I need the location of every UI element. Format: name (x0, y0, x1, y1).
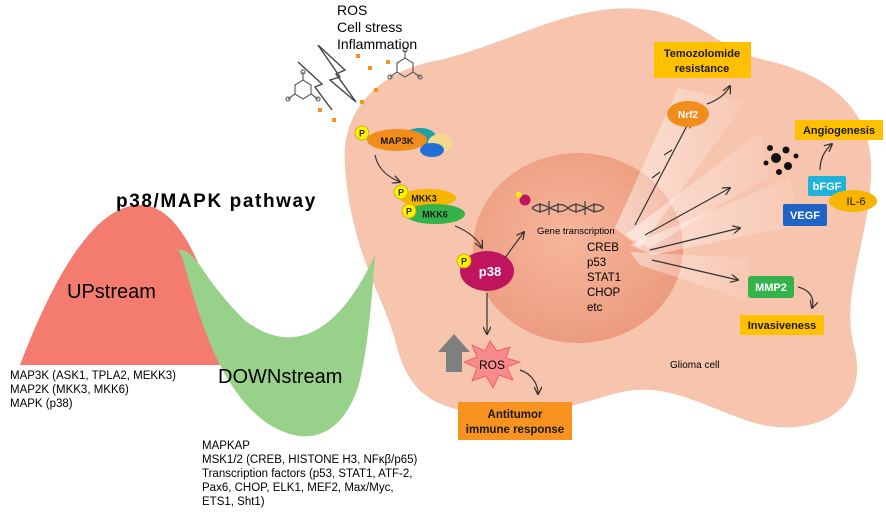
downstream-item-tf1: Transcription factors (p53, STAT1, ATF-2… (202, 468, 412, 480)
arrow-mmp2-to-invasiveness (797, 286, 813, 308)
bfgf-badge (808, 176, 846, 196)
pathway-title: p38/MAPK pathway (116, 191, 317, 212)
mkk6-label: MKK6 (422, 210, 448, 220)
vegf-badge (783, 204, 827, 226)
temozolomide-line2: resistance (675, 63, 729, 75)
stress-inflammation: Inflammation (337, 36, 417, 52)
il6-badge (829, 190, 877, 212)
stress-ros: ROS (337, 2, 367, 18)
downstream-item-msk: MSK1/2 (CREB, HISTONE H3, NFκβ/p65) (202, 454, 418, 466)
map3k-complex: MAP3K P (354, 125, 452, 157)
downstream-wave-body (178, 248, 375, 427)
p38-label: p38 (479, 264, 501, 279)
upstream-item-map2k: MAP2K (MKK3, MKK6) (10, 384, 129, 396)
up-arrow-icon (438, 334, 470, 372)
mkk-complex: MKK3 MKK6 P P (393, 184, 465, 224)
phospho-p38-label: P (461, 257, 467, 267)
arrow-ros-to-immune (519, 369, 538, 394)
ros-burst-label: ROS (479, 358, 505, 372)
il6-label: IL-6 (847, 196, 866, 208)
ros-particles (318, 54, 390, 122)
ros-burst (462, 340, 522, 389)
map3k-label: MAP3K (380, 136, 413, 147)
transcription-factor-dot-small (516, 192, 522, 198)
angiogenesis-box (795, 120, 883, 140)
phospho-mkk3 (393, 184, 409, 200)
phospho-map3k-label: P (359, 129, 365, 139)
downstream-item-tf2: Pax6, CHOP, ELK1, MEF2, Max/Myc, (202, 482, 394, 494)
arrow-growth-to-angiogenesis (819, 144, 832, 171)
downstream-label: DOWNstream (218, 366, 342, 388)
factor-creb: CREB (587, 242, 619, 254)
downstream-item-tf3: ETS1, Sht1) (202, 496, 265, 508)
downstream-item-mapkap: MAPKAP (202, 440, 250, 452)
mmp2-badge (748, 276, 794, 298)
stress-cell-stress: Cell stress (337, 19, 402, 35)
mmp2-label: MMP2 (755, 282, 787, 294)
factor-chop: CHOP (587, 287, 621, 299)
signal-beams (615, 88, 800, 300)
phospho-map3k (354, 125, 370, 141)
upstream-wave-top (20, 255, 215, 365)
mkk3-label: MKK3 (411, 194, 437, 204)
dna-icon (531, 201, 605, 215)
arrow-nrf2-to-tmz (706, 86, 730, 105)
phospho-p38 (456, 253, 472, 269)
phospho-mkk3-label: P (398, 188, 404, 198)
upstream-item-map3k: MAP3K (ASK1, TPLA2, MEKK3) (10, 370, 176, 382)
nrf2-label: Nrf2 (678, 110, 698, 121)
molecule-icon-right (387, 47, 423, 80)
temozolomide-box (654, 42, 751, 78)
secreted-factors-icon (763, 145, 799, 175)
factor-stat1: STAT1 (587, 272, 621, 284)
lightning-icon (297, 44, 357, 111)
factor-p53: p53 (587, 257, 606, 269)
beam-arrows (634, 120, 740, 280)
upstream-item-mapk: MAPK (p38) (10, 398, 73, 410)
antitumor-line1: Antitumor (488, 409, 543, 421)
upstream-label: UPstream (67, 281, 156, 303)
invasiveness-box (740, 315, 824, 335)
arrow-p38-to-nucleus (504, 232, 524, 259)
vegf-label: VEGF (790, 210, 820, 222)
glioma-cell-label: Glioma cell (670, 360, 719, 371)
arrow-mkk-to-p38 (454, 225, 482, 248)
antitumor-box (458, 402, 572, 440)
antitumor-line2: immune response (466, 424, 564, 436)
factor-etc: etc (587, 302, 603, 314)
molecule-icon-left (285, 69, 321, 102)
angiogenesis-label: Angiogenesis (803, 125, 875, 137)
arrow-map3k-to-mkk (374, 154, 400, 182)
nrf2-node (667, 101, 709, 127)
phospho-mkk6 (401, 203, 417, 219)
temozolomide-line1: Temozolomide (664, 48, 740, 60)
p38-kinase: p38 P (456, 251, 514, 291)
phospho-mkk6-label: P (406, 207, 412, 217)
invasiveness-label: Invasiveness (748, 320, 817, 332)
gene-transcription-label: Gene transcription (537, 226, 615, 237)
transcription-factor-dot (519, 194, 531, 206)
bfgf-label: bFGF (813, 181, 842, 193)
